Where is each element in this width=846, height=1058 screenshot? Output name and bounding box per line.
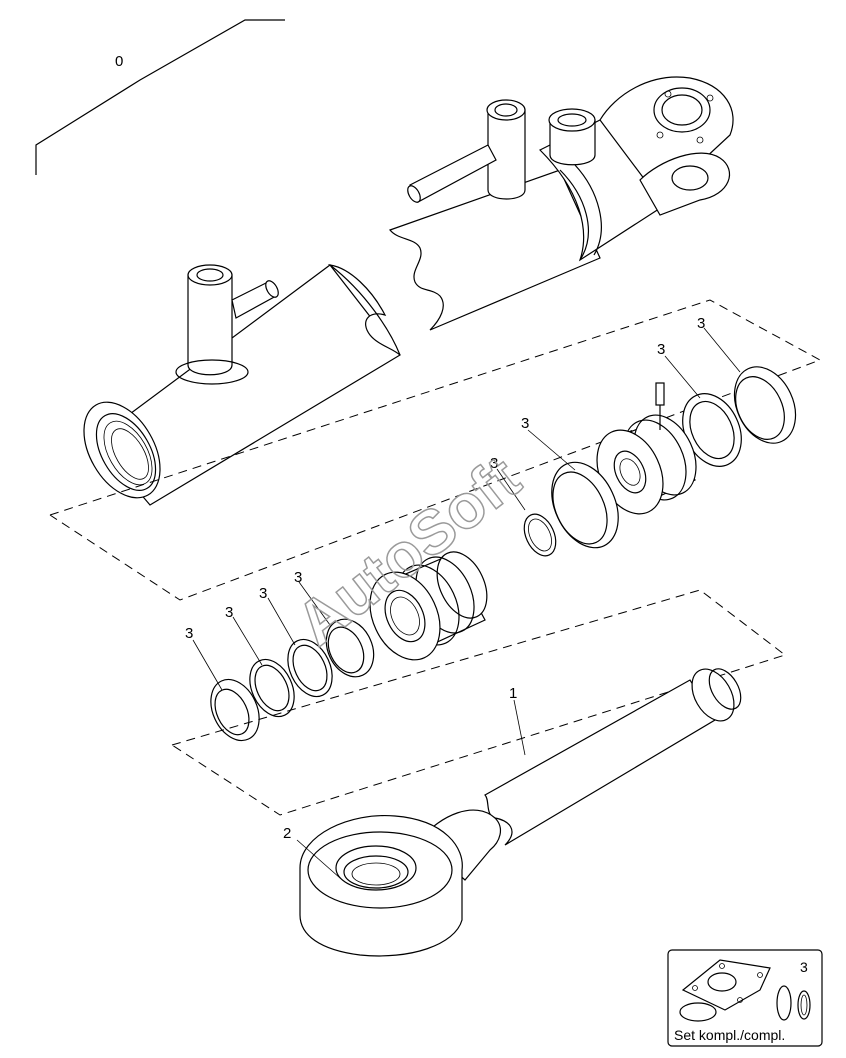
callout-seal-6: 3: [259, 585, 267, 602]
callout-seal-4: 3: [490, 455, 498, 472]
piston-parts: [523, 366, 797, 557]
rod-eye: [299, 814, 463, 957]
cylinder-head: [389, 76, 734, 331]
seal-kit-label: Set kompl./compl.: [674, 1027, 785, 1043]
callout-rod: 1: [509, 685, 517, 702]
callout-bushing: 2: [283, 825, 291, 842]
callout-seal-5: 3: [294, 569, 302, 586]
callout-seal-7: 3: [225, 604, 233, 621]
callout-seal-8: 3: [185, 625, 193, 642]
callout-assembly: 0: [115, 53, 123, 70]
callout-leaders: [192, 327, 741, 879]
cylinder-barrel: [83, 264, 401, 506]
piston-rod: [419, 668, 742, 881]
seal-kit-inset: [667, 949, 823, 1047]
callout-seal-2: 3: [657, 341, 665, 358]
rod-group-boundary: [171, 589, 787, 816]
callout-seal-1: 3: [697, 315, 705, 332]
gland-parts: [210, 551, 488, 742]
seal-kit-ref: 3: [800, 959, 808, 975]
assembly-leader: [35, 19, 285, 175]
callout-seal-3: 3: [521, 415, 529, 432]
